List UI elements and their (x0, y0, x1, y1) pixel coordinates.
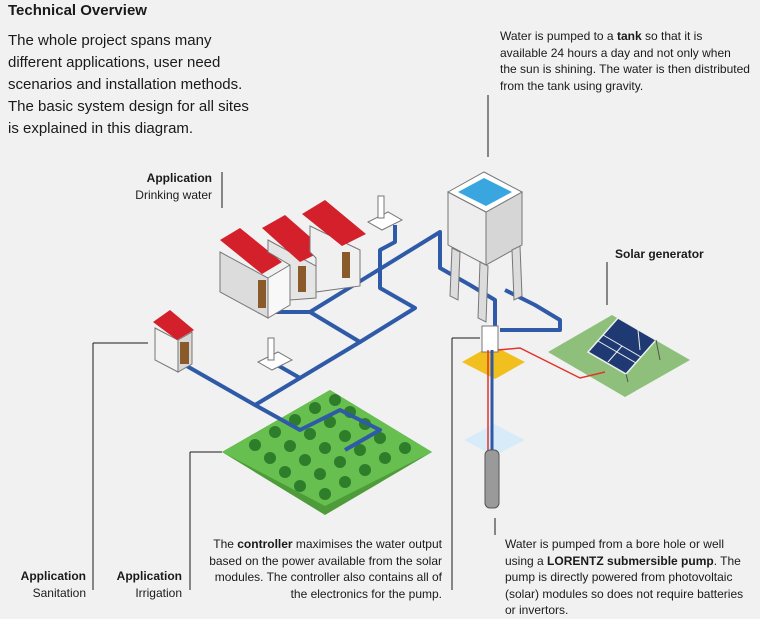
system-diagram (92, 95, 690, 590)
intro-paragraph: The whole project spans many different a… (8, 32, 249, 137)
taps (256, 195, 404, 371)
solar-generator (497, 315, 690, 397)
irrigation-field (222, 390, 432, 515)
label-drinking-water: Application Drinking water (135, 171, 212, 202)
label-sanitation: Application Sanitation (20, 569, 86, 600)
outhouse (153, 310, 194, 373)
borehole-pump (464, 350, 525, 509)
page-title: Technical Overview (8, 2, 147, 19)
water-tank (446, 171, 524, 323)
pump-note: Water is pumped from a bore hole or well… (505, 537, 744, 617)
label-irrigation: Application Irrigation (116, 569, 182, 600)
houses (219, 200, 366, 319)
controller-note: The controller maximises the water outpu… (209, 537, 442, 601)
leader-lines (92, 95, 608, 590)
tank-note: Water is pumped to a tank so that it is … (500, 29, 750, 93)
label-solar-generator: Solar generator (615, 247, 704, 261)
